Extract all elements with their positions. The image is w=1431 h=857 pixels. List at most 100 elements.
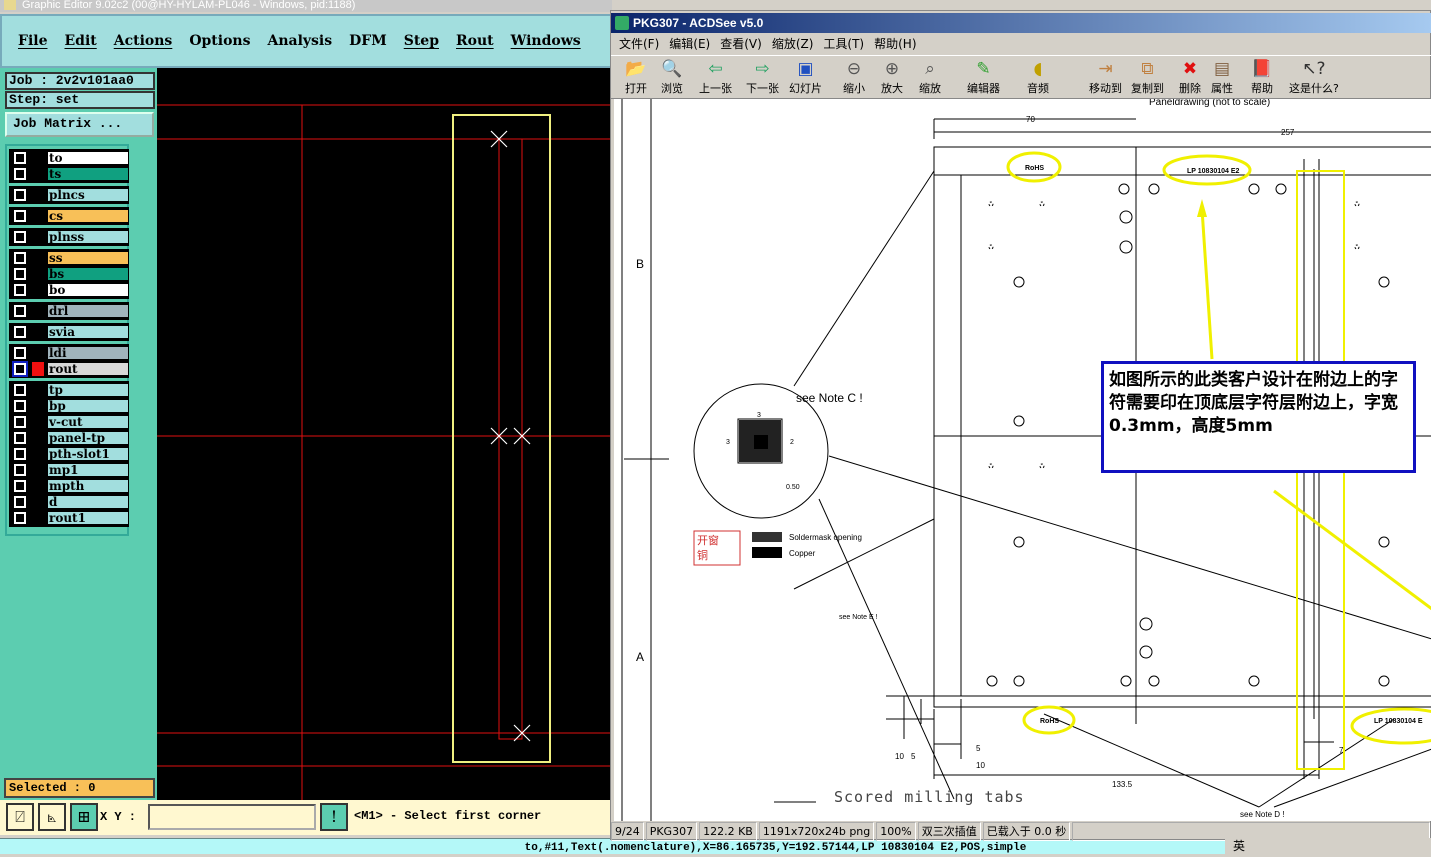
menu-view[interactable]: 查看(V) bbox=[720, 36, 762, 51]
toolbar-button-move[interactable]: ⇥移动到 bbox=[1089, 58, 1122, 96]
menu-help[interactable]: 帮助(H) bbox=[874, 36, 917, 51]
layer-checkbox[interactable] bbox=[12, 150, 28, 166]
menu-zoom[interactable]: 缩放(Z) bbox=[771, 36, 814, 51]
job-matrix-button[interactable]: Job Matrix ... bbox=[5, 112, 154, 137]
layer-name[interactable]: mp1 bbox=[47, 463, 129, 477]
alert-icon[interactable]: ! bbox=[320, 803, 348, 831]
layer-name[interactable]: d bbox=[47, 495, 129, 509]
toolbar-button-whats-this[interactable]: ↖?这是什么? bbox=[1289, 58, 1339, 96]
menu-file[interactable]: File bbox=[18, 33, 48, 49]
layer-name[interactable]: v-cut bbox=[47, 415, 129, 429]
layer-checkbox[interactable] bbox=[12, 187, 28, 203]
layer-checkbox[interactable] bbox=[12, 266, 28, 282]
layer-row-d[interactable]: d bbox=[9, 494, 129, 510]
layer-name[interactable]: rout1 bbox=[47, 511, 129, 525]
layer-checkbox[interactable] bbox=[12, 345, 28, 361]
layer-name[interactable]: panel-tp bbox=[47, 431, 129, 445]
layer-row-bo[interactable]: bo bbox=[9, 282, 129, 298]
layer-name[interactable]: ts bbox=[47, 167, 129, 181]
toolbar-button-help-book[interactable]: 📕帮助 bbox=[1251, 58, 1273, 96]
layer-name[interactable]: plncs bbox=[47, 188, 129, 202]
menu-tools[interactable]: 工具(T) bbox=[823, 36, 865, 51]
snap-icon[interactable]: ⍁ bbox=[6, 803, 34, 831]
toolbar-button-prev[interactable]: ⇦上一张 bbox=[699, 58, 732, 96]
layer-row-to[interactable]: to bbox=[9, 150, 129, 166]
toolbar-button-audio[interactable]: ◖音频 bbox=[1027, 58, 1049, 96]
layer-checkbox[interactable] bbox=[12, 510, 28, 526]
layer-checkbox[interactable] bbox=[12, 250, 28, 266]
layer-checkbox[interactable] bbox=[12, 478, 28, 494]
layer-name[interactable]: ldi bbox=[47, 346, 129, 360]
menu-actions[interactable]: Actions bbox=[113, 33, 173, 49]
menu-analysis[interactable]: Analysis bbox=[267, 33, 333, 49]
xy-input[interactable] bbox=[148, 804, 316, 830]
layer-row-mp1[interactable]: mp1 bbox=[9, 462, 129, 478]
toolbar-button-properties[interactable]: ▤属性 bbox=[1211, 58, 1233, 96]
image-viewer[interactable]: 开窗 铜 Soldermask opening Copper B A Panel… bbox=[614, 99, 1431, 821]
layer-name[interactable]: mpth bbox=[47, 479, 129, 493]
layer-name[interactable]: bs bbox=[47, 267, 129, 281]
layer-name[interactable]: rout bbox=[47, 362, 129, 376]
layer-row-bp[interactable]: bp bbox=[9, 398, 129, 414]
layer-name[interactable]: to bbox=[47, 151, 129, 165]
toolbar-button-copy[interactable]: ⧉复制到 bbox=[1131, 58, 1164, 96]
layer-checkbox[interactable] bbox=[12, 398, 28, 414]
menu-dfm[interactable]: DFM bbox=[349, 33, 387, 49]
layer-checkbox[interactable] bbox=[12, 382, 28, 398]
toolbar-button-editor[interactable]: ✎编辑器 bbox=[967, 58, 1000, 96]
layer-row-mpth[interactable]: mpth bbox=[9, 478, 129, 494]
toolbar-button-browse[interactable]: 🔍浏览 bbox=[661, 58, 683, 96]
toolbar-button-open-folder[interactable]: 📂打开 bbox=[625, 58, 647, 96]
menu-options[interactable]: Options bbox=[189, 33, 251, 49]
layer-checkbox[interactable] bbox=[12, 446, 28, 462]
toolbar-button-delete[interactable]: ✖删除 bbox=[1179, 58, 1201, 96]
layer-row-tp[interactable]: tp bbox=[9, 382, 129, 398]
toolbar-button-zoom[interactable]: ⌕缩放 bbox=[919, 58, 941, 96]
layer-name[interactable]: drl bbox=[47, 304, 129, 318]
toolbar-button-slideshow[interactable]: ▣幻灯片 bbox=[789, 58, 822, 96]
layer-name[interactable]: tp bbox=[47, 383, 129, 397]
menu-rout[interactable]: Rout bbox=[456, 33, 494, 49]
layer-name[interactable]: svia bbox=[47, 325, 129, 339]
measure-icon[interactable]: ⦝ bbox=[38, 803, 66, 831]
layer-name[interactable]: bo bbox=[47, 283, 129, 297]
layer-checkbox[interactable] bbox=[12, 229, 28, 245]
layer-row-plncs[interactable]: plncs bbox=[9, 187, 129, 203]
layer-checkbox[interactable] bbox=[12, 361, 28, 377]
layer-checkbox[interactable] bbox=[12, 303, 28, 319]
layer-checkbox[interactable] bbox=[12, 414, 28, 430]
toolbar-button-zoom-out[interactable]: ⊖缩小 bbox=[843, 58, 865, 96]
layer-row-ldi[interactable]: ldi bbox=[9, 345, 129, 361]
layer-name[interactable]: plnss bbox=[47, 230, 129, 244]
toolbar-button-zoom-in[interactable]: ⊕放大 bbox=[881, 58, 903, 96]
layer-name[interactable]: pth-slot1 bbox=[47, 447, 129, 461]
layer-name[interactable]: bp bbox=[47, 399, 129, 413]
layer-checkbox[interactable] bbox=[12, 324, 28, 340]
menu-edit[interactable]: 编辑(E) bbox=[669, 36, 711, 51]
layer-row-drl[interactable]: drl bbox=[9, 303, 129, 319]
graphic-canvas[interactable] bbox=[157, 68, 610, 800]
layer-row-ss[interactable]: ss bbox=[9, 250, 129, 266]
layer-row-rout1[interactable]: rout1 bbox=[9, 510, 129, 526]
layer-row-svia[interactable]: svia bbox=[9, 324, 129, 340]
layer-row-bs[interactable]: bs bbox=[9, 266, 129, 282]
layer-checkbox[interactable] bbox=[12, 208, 28, 224]
layer-row-v-cut[interactable]: v-cut bbox=[9, 414, 129, 430]
layer-checkbox[interactable] bbox=[12, 430, 28, 446]
layer-checkbox[interactable] bbox=[12, 282, 28, 298]
layer-name[interactable]: cs bbox=[47, 209, 129, 223]
layer-row-plnss[interactable]: plnss bbox=[9, 229, 129, 245]
layer-checkbox[interactable] bbox=[12, 462, 28, 478]
layer-row-panel-tp[interactable]: panel-tp bbox=[9, 430, 129, 446]
grid-icon[interactable]: ⊞ bbox=[70, 803, 98, 831]
layer-checkbox[interactable] bbox=[12, 494, 28, 510]
menu-edit[interactable]: Edit bbox=[64, 33, 97, 49]
layer-row-rout[interactable]: rout bbox=[9, 361, 129, 377]
menu-file[interactable]: 文件(F) bbox=[619, 36, 660, 51]
menu-step[interactable]: Step bbox=[403, 33, 439, 49]
ime-indicator[interactable]: 英 bbox=[1233, 839, 1246, 853]
layer-row-pth-slot1[interactable]: pth-slot1 bbox=[9, 446, 129, 462]
layer-row-cs[interactable]: cs bbox=[9, 208, 129, 224]
menu-windows[interactable]: Windows bbox=[510, 33, 581, 49]
layer-checkbox[interactable] bbox=[12, 166, 28, 182]
